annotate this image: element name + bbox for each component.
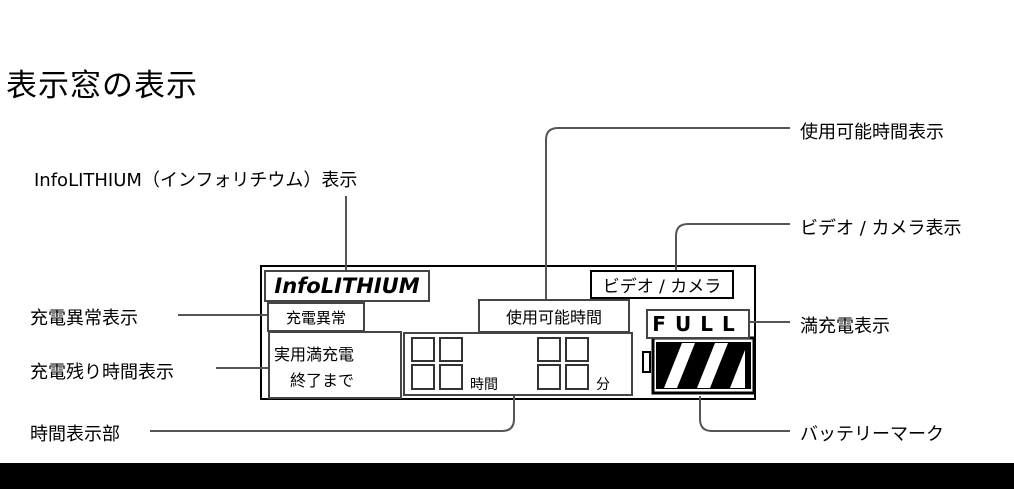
battery-mark-leader (699, 396, 790, 432)
full-label: FULL (646, 309, 750, 339)
lcd-panel-frame (260, 265, 756, 400)
minutes-digits (537, 337, 589, 390)
callout-time-section: 時間表示部 (30, 424, 120, 445)
usable-time-label: 使用可能時間 (478, 299, 630, 333)
callout-charge-error: 充電異常表示 (30, 308, 138, 329)
callout-usable-time: 使用可能時間表示 (800, 122, 944, 143)
remaining-line1: 実用満充電 (274, 345, 355, 364)
usable-time-leader (545, 127, 790, 300)
video-camera-leader (675, 223, 790, 270)
hours-digits (411, 337, 463, 390)
footer-bar (0, 463, 1014, 489)
charge-remaining-box: 実用満充電 終了まで (268, 331, 402, 399)
callout-infolithium: InfoLITHIUM（インフォリチウム）表示 (34, 170, 358, 191)
infolithium-logo: InfoLITHIUM (264, 270, 430, 302)
minutes-unit: 分 (596, 377, 610, 393)
callout-full-charge: 満充電表示 (800, 316, 890, 337)
remaining-line2: 終了まで (290, 371, 355, 390)
time-section-leader (150, 396, 515, 432)
callout-battery-mark: バッテリーマーク (800, 424, 944, 445)
callout-charge-remaining: 充電残り時間表示 (30, 362, 174, 383)
page-title: 表示窓の表示 (6, 68, 198, 104)
callout-video-camera: ビデオ / カメラ表示 (800, 218, 962, 239)
battery-icon (642, 336, 756, 395)
video-camera-label: ビデオ / カメラ (590, 270, 734, 299)
hours-unit: 時間 (470, 377, 498, 393)
charge-error-label: 充電異常 (267, 302, 365, 332)
